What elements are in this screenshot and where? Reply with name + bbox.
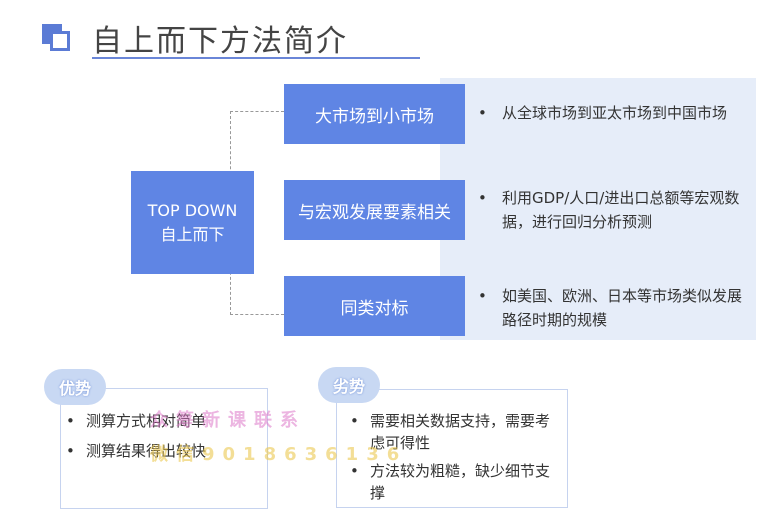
branch-node-label: 大市场到小市场 (315, 106, 434, 127)
bullet-icon: • (350, 412, 359, 430)
branch-node-benchmark: 同类对标 (284, 276, 465, 336)
advantage-text: 测算结果得出较快 (86, 442, 207, 460)
page-title: 自上而下方法简介 (92, 24, 348, 59)
disadvantages-badge: 劣势 (318, 367, 380, 403)
bullet-icon: • (66, 412, 75, 430)
advantage-item: • 测算结果得出较快 (66, 440, 262, 462)
bullet-icon: • (478, 104, 487, 122)
detail-panel (440, 78, 756, 340)
disadvantage-item: • 方法较为粗糙，缺少细节支撑 (350, 460, 564, 504)
bullet-icon: • (478, 189, 487, 207)
branch-node-market: 大市场到小市场 (284, 84, 465, 144)
branch-detail-text: 从全球市场到亚太市场到中国市场 (502, 104, 728, 122)
root-node-line1: TOP DOWN (147, 200, 238, 220)
title-logo-frame-icon (50, 31, 70, 51)
connector-bottom (230, 314, 284, 315)
advantages-badge: 优势 (44, 369, 106, 405)
branch-detail-macro: • 利用GDP/人口/进出口总额等宏观数据，进行回归分析预测 (478, 186, 748, 234)
disadvantage-text: 方法较为粗糙，缺少细节支撑 (370, 462, 551, 502)
branch-node-macro: 与宏观发展要素相关 (284, 180, 465, 240)
branch-detail-market: • 从全球市场到亚太市场到中国市场 (478, 101, 748, 125)
advantage-item: • 测算方式相对简单 (66, 410, 262, 432)
connector-top (230, 111, 284, 112)
branch-detail-benchmark: • 如美国、欧洲、日本等市场类似发展路径时期的规模 (478, 284, 748, 332)
bullet-icon: • (66, 442, 75, 460)
root-node-line2: 自上而下 (160, 224, 225, 244)
disadvantage-item: • 需要相关数据支持，需要考虑可得性 (350, 410, 564, 454)
bullet-icon: • (350, 462, 359, 480)
branch-node-label: 同类对标 (340, 298, 409, 319)
disadvantage-text: 需要相关数据支持，需要考虑可得性 (370, 412, 551, 452)
root-node: TOP DOWN 自上而下 (131, 171, 254, 274)
branch-detail-text: 利用GDP/人口/进出口总额等宏观数据，进行回归分析预测 (502, 189, 740, 231)
branch-node-label: 与宏观发展要素相关 (298, 202, 451, 223)
disadvantages-card (336, 389, 568, 508)
advantages-card (60, 388, 268, 509)
branch-detail-text: 如美国、欧洲、日本等市场类似发展路径时期的规模 (502, 287, 743, 329)
bullet-icon: • (478, 287, 487, 305)
title-underline (92, 57, 420, 59)
advantage-text: 测算方式相对简单 (86, 412, 207, 430)
